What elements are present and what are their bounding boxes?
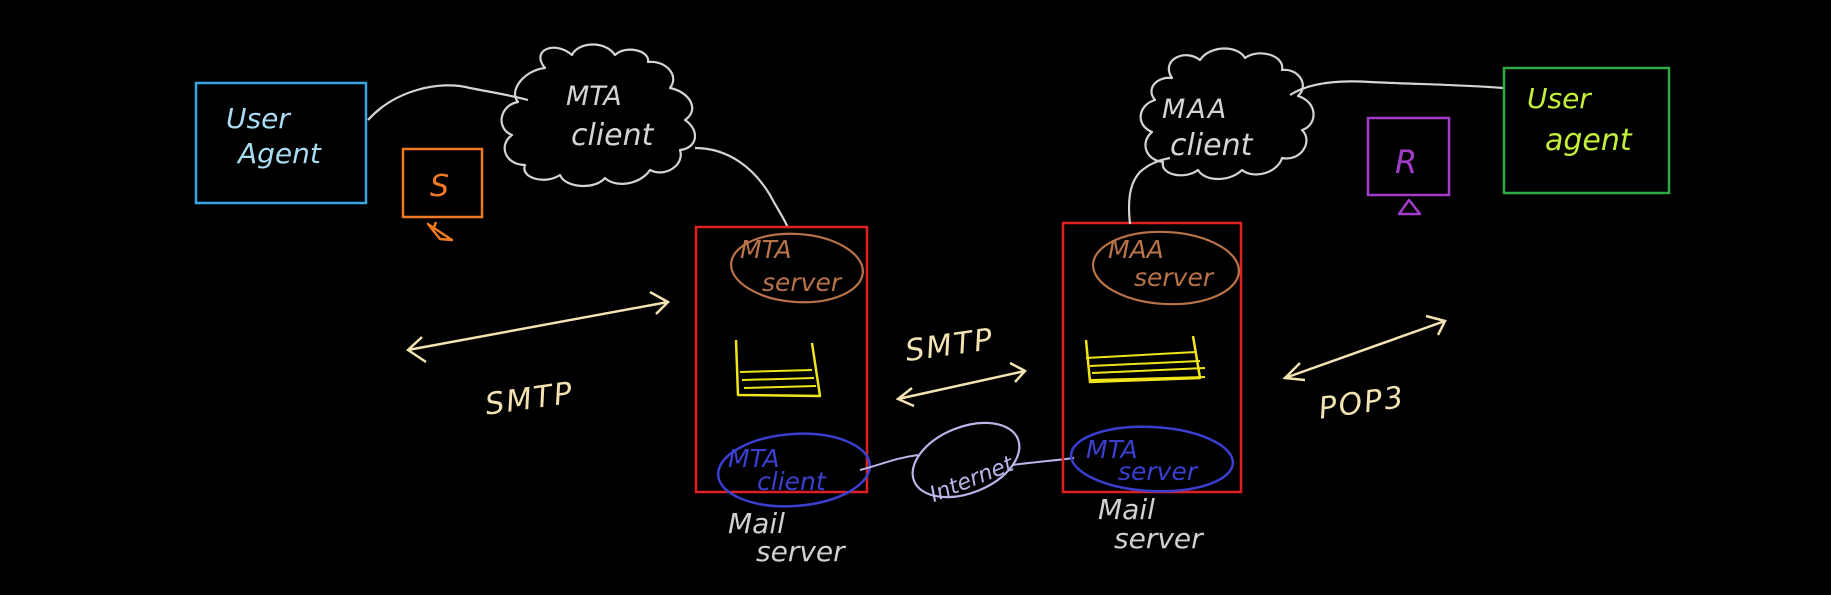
receiver-pointer-icon: [1397, 198, 1422, 216]
mta-server-label-line1: MTA: [740, 235, 792, 264]
cloud-left-label-line2: client: [571, 118, 655, 153]
sender-user-agent: User Agent: [194, 81, 368, 205]
connector-line: [367, 84, 529, 121]
sender-marker-label: S: [430, 169, 449, 204]
maa-client-cloud: MAA client: [1139, 47, 1315, 181]
maa-server-label-line2: server: [1134, 263, 1215, 292]
mta-client-cloud: MTA client: [500, 43, 696, 187]
receiver-marker-label: R: [1395, 143, 1417, 181]
mail-server-caption-line1: Mail: [1098, 493, 1155, 526]
mail-server-caption-line2: server: [756, 535, 846, 568]
user-agent-label-line2: agent: [1545, 123, 1633, 158]
left-mail-server: MTA server MTA client Mail server: [694, 225, 872, 568]
receiver-user-agent: User agent: [1502, 66, 1671, 195]
user-agent-label-line1: User: [226, 102, 291, 135]
maa-server-label-line1: MAA: [1108, 235, 1164, 264]
connector-line: [1127, 156, 1171, 225]
sender-marker: S: [401, 147, 484, 242]
mail-queue-icon: [734, 339, 822, 398]
mta-client-label-line2: client: [757, 467, 827, 496]
mta-server-label-line2: server: [762, 268, 843, 297]
connector-line: [694, 146, 790, 229]
user-agent-label-line1: User: [1527, 82, 1592, 115]
mail-server-caption-line2: server: [1114, 522, 1204, 555]
cloud-right-label-line2: client: [1170, 128, 1254, 163]
mail-server-caption-line1: Mail: [728, 507, 785, 540]
cloud-left-label-line1: MTA: [566, 81, 622, 112]
mta-server-label-line2: server: [1118, 457, 1199, 486]
mta-server-label-line1: MTA: [1086, 435, 1138, 464]
right-mail-server: MAA server MTA server Mail server: [1061, 221, 1243, 555]
receiver-marker: R: [1366, 116, 1451, 216]
mta-client-label-line1: MTA: [728, 444, 780, 473]
mail-queue-icon: [1084, 335, 1206, 384]
user-agent-label-line2: Agent: [236, 137, 322, 170]
sender-pointer-icon: [426, 221, 454, 242]
cloud-right-label-line1: MAA: [1162, 94, 1228, 125]
connector-line: [1289, 80, 1504, 96]
